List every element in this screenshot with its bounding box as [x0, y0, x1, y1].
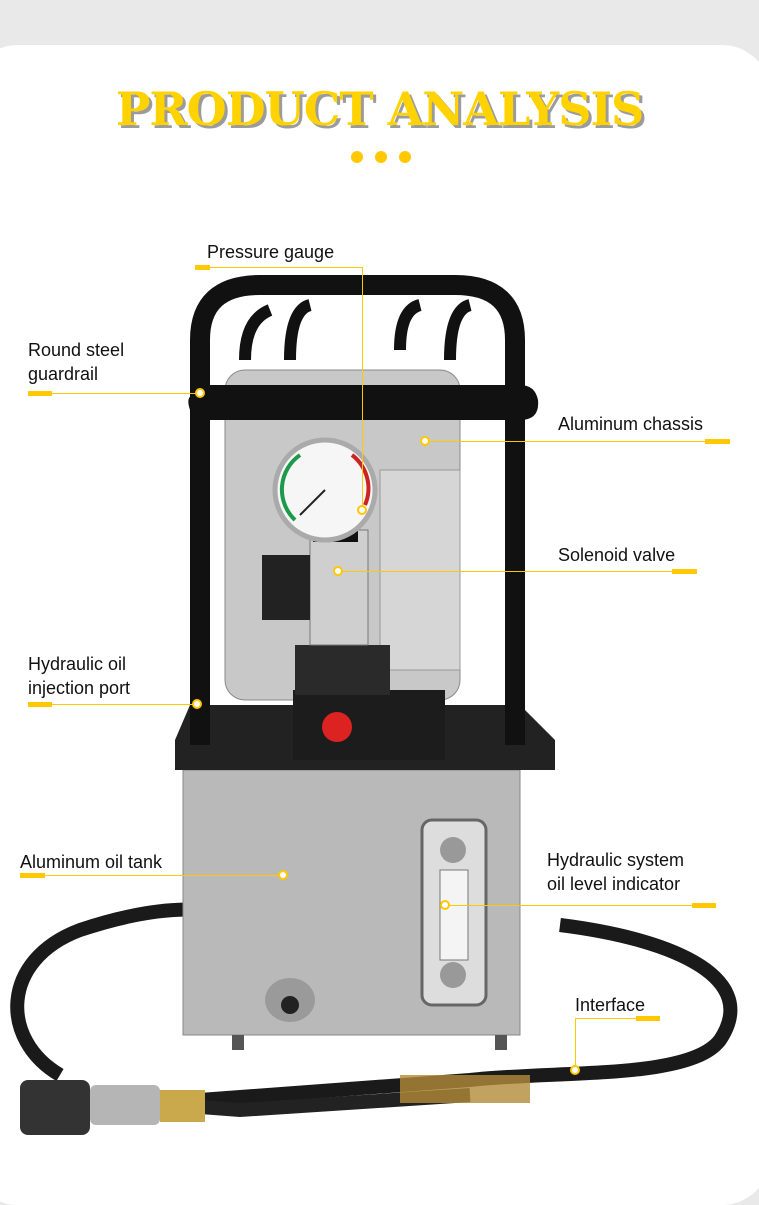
leader-line [425, 441, 730, 442]
leader-line [20, 875, 283, 876]
accent-bar [195, 265, 210, 270]
leader-line [28, 704, 197, 705]
title-dots [351, 151, 411, 163]
label-guardrail: Round steel guardrail [28, 338, 124, 386]
page-title: PRODUCT ANALYSIS [115, 82, 644, 136]
accent-bar [672, 569, 697, 574]
marker-dot [570, 1065, 580, 1075]
label-solenoid: Solenoid valve [558, 545, 676, 565]
marker-dot [420, 436, 430, 446]
marker-dot [440, 900, 450, 910]
leader-line [445, 905, 716, 906]
leader-line [575, 1018, 576, 1068]
label-interface: Interface [575, 995, 646, 1015]
marker-dot [195, 388, 205, 398]
accent-bar [28, 391, 52, 396]
marker-dot [333, 566, 343, 576]
leader-line [195, 267, 363, 268]
label-line: guardrail [28, 364, 99, 384]
marker-dot [278, 870, 288, 880]
accent-bar [692, 903, 716, 908]
label-line: Hydraulic system [547, 850, 685, 870]
marker-dot [357, 505, 367, 515]
leader-line [28, 393, 200, 394]
accent-bar [20, 873, 45, 878]
label-line: Hydraulic oil [28, 654, 127, 674]
label-oil-tank: Aluminum oil tank [20, 852, 163, 872]
marker-dot [192, 699, 202, 709]
label-line: Round steel [28, 340, 125, 360]
accent-bar [636, 1016, 660, 1021]
leader-line [362, 267, 363, 510]
label-pressure-gauge: Pressure gauge [207, 242, 335, 262]
leader-line [575, 1018, 660, 1019]
accent-bar [705, 439, 730, 444]
hydraulic-pump-image [10, 275, 738, 1135]
label-oil-level-indicator: Hydraulic system oil level indicator [547, 848, 684, 896]
label-line: oil level indicator [547, 874, 681, 894]
label-chassis: Aluminum chassis [558, 414, 704, 434]
label-injection-port: Hydraulic oil injection port [28, 652, 130, 700]
leader-line [338, 571, 697, 572]
label-line: injection port [28, 678, 131, 698]
accent-bar [28, 702, 52, 707]
